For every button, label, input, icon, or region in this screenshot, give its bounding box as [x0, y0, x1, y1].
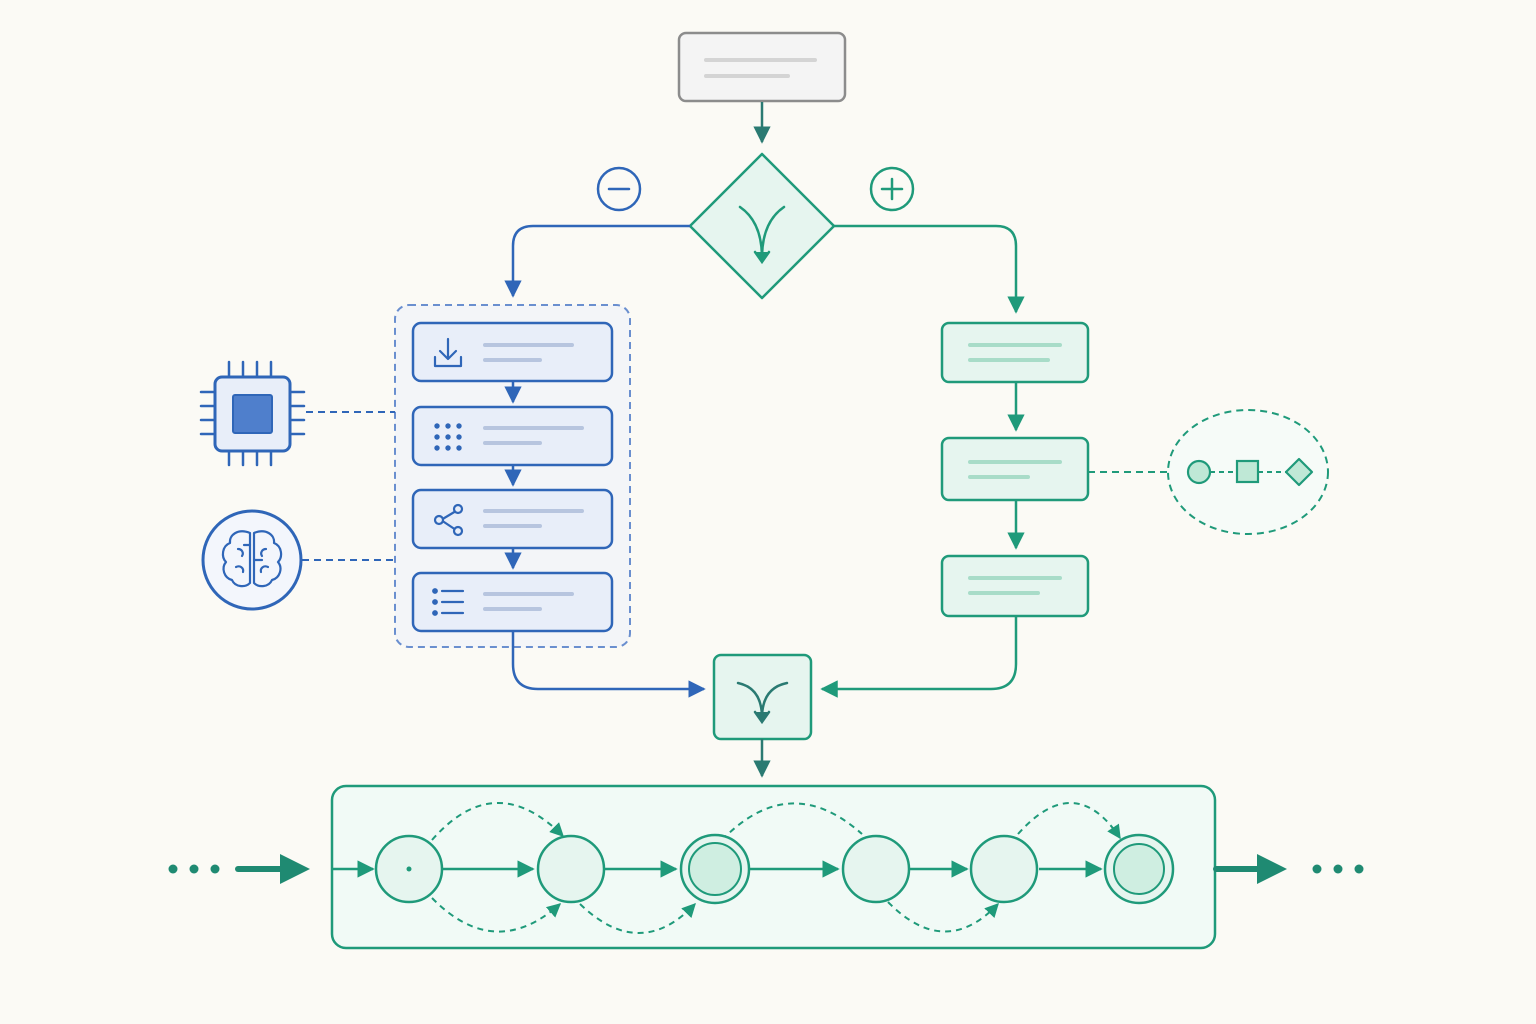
download-icon	[433, 337, 463, 368]
decision-node[interactable]	[688, 152, 836, 300]
blue-step-4[interactable]	[411, 571, 614, 633]
grid-dots-icon	[434, 423, 462, 451]
list-icon	[432, 588, 465, 616]
state-accept-2[interactable]	[1103, 833, 1175, 905]
state-4[interactable]	[841, 834, 911, 904]
state-accept-1[interactable]	[679, 833, 751, 905]
merge-arrow-icon	[736, 681, 789, 725]
blue-step-2[interactable]	[411, 405, 614, 467]
green-step-3[interactable]	[940, 554, 1090, 618]
state-2[interactable]	[536, 834, 606, 904]
circle-shape-icon	[1186, 459, 1212, 485]
blue-step-3[interactable]	[411, 488, 614, 550]
right-ellipsis	[1312, 864, 1364, 874]
arc-2-bottom	[579, 902, 696, 934]
state-start[interactable]	[374, 834, 444, 904]
arc-4-bottom	[887, 901, 999, 933]
state-5[interactable]	[969, 834, 1039, 904]
green-to-merge-connector	[820, 616, 1018, 698]
top-node[interactable]	[677, 31, 847, 103]
cpu-chip-icon[interactable]	[199, 360, 306, 467]
diamond-shape-icon	[1284, 457, 1314, 487]
blue-branch-connector	[504, 224, 690, 298]
green-step-1[interactable]	[940, 321, 1090, 384]
shapes-group[interactable]	[1167, 409, 1329, 535]
green-branch-connector	[834, 224, 1025, 314]
brain-icon[interactable]	[201, 509, 303, 611]
blue-to-merge-connector	[511, 631, 706, 698]
square-shape-icon	[1235, 459, 1260, 484]
arc-1-bottom	[431, 897, 562, 933]
sequence-container	[330, 784, 1217, 950]
green-step-2[interactable]	[940, 436, 1090, 502]
merge-node[interactable]	[712, 653, 813, 741]
split-arrow-icon	[738, 205, 786, 265]
arc-3-top	[721, 802, 863, 841]
left-ellipsis	[168, 864, 220, 874]
plus-icon	[869, 166, 915, 212]
share-nodes-icon	[433, 503, 464, 537]
minus-icon	[596, 166, 642, 212]
blue-step-1[interactable]	[411, 321, 614, 383]
